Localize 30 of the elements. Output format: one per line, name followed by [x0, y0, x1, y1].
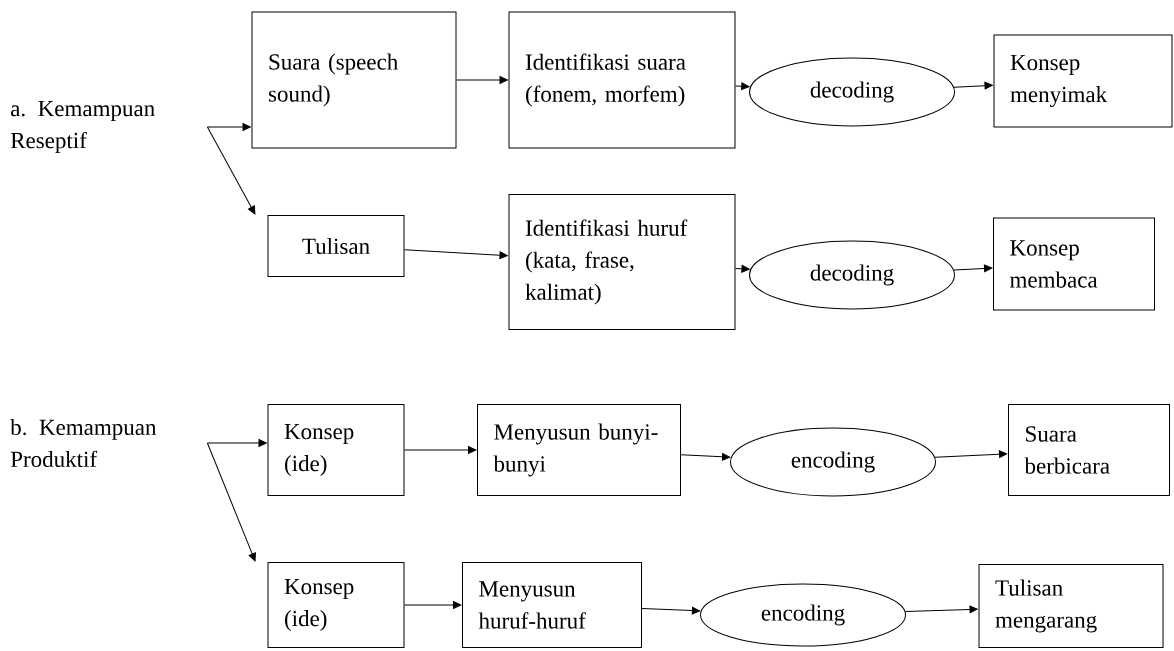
process-box: Konsep membaca: [993, 217, 1155, 311]
process-box: Identifikasi huruf (kata, frase, kalimat): [508, 194, 736, 330]
arrow: [206, 126, 256, 215]
arrow: [953, 264, 993, 273]
arrow: [904, 605, 978, 614]
arrow: [953, 81, 993, 90]
process-box: Suara (speech sound): [251, 11, 457, 149]
process-box: Tulisan: [267, 215, 405, 277]
arrow: [641, 606, 701, 615]
process-box: Suara berbicara: [1008, 404, 1170, 496]
process-box: Menyusun huruf-huruf: [462, 562, 642, 648]
process-box: Konsep (ide): [267, 562, 405, 648]
arrow: [206, 123, 251, 131]
category-label: b. Kemampuan Produktif: [10, 418, 157, 468]
arrow: [735, 264, 750, 273]
category-label: a. Kemampuan Reseptif: [10, 101, 155, 153]
process-box: Identifikasi suara (fonem, morfem): [508, 11, 736, 149]
arrow: [206, 439, 267, 447]
arrow: [206, 442, 256, 562]
arrow: [456, 76, 508, 84]
arrow: [934, 450, 1008, 459]
arrow: [404, 249, 508, 260]
process-box: Tulisan mengarang: [978, 564, 1164, 648]
arrow: [404, 601, 462, 609]
arrow: [680, 452, 731, 461]
arrow: [404, 446, 477, 454]
arrow: [735, 82, 750, 91]
process-box: Konsep (ide): [267, 404, 405, 496]
process-box: Konsep menyimak: [993, 34, 1173, 128]
process-box: Menyusun bunyi-bunyi: [477, 404, 681, 496]
